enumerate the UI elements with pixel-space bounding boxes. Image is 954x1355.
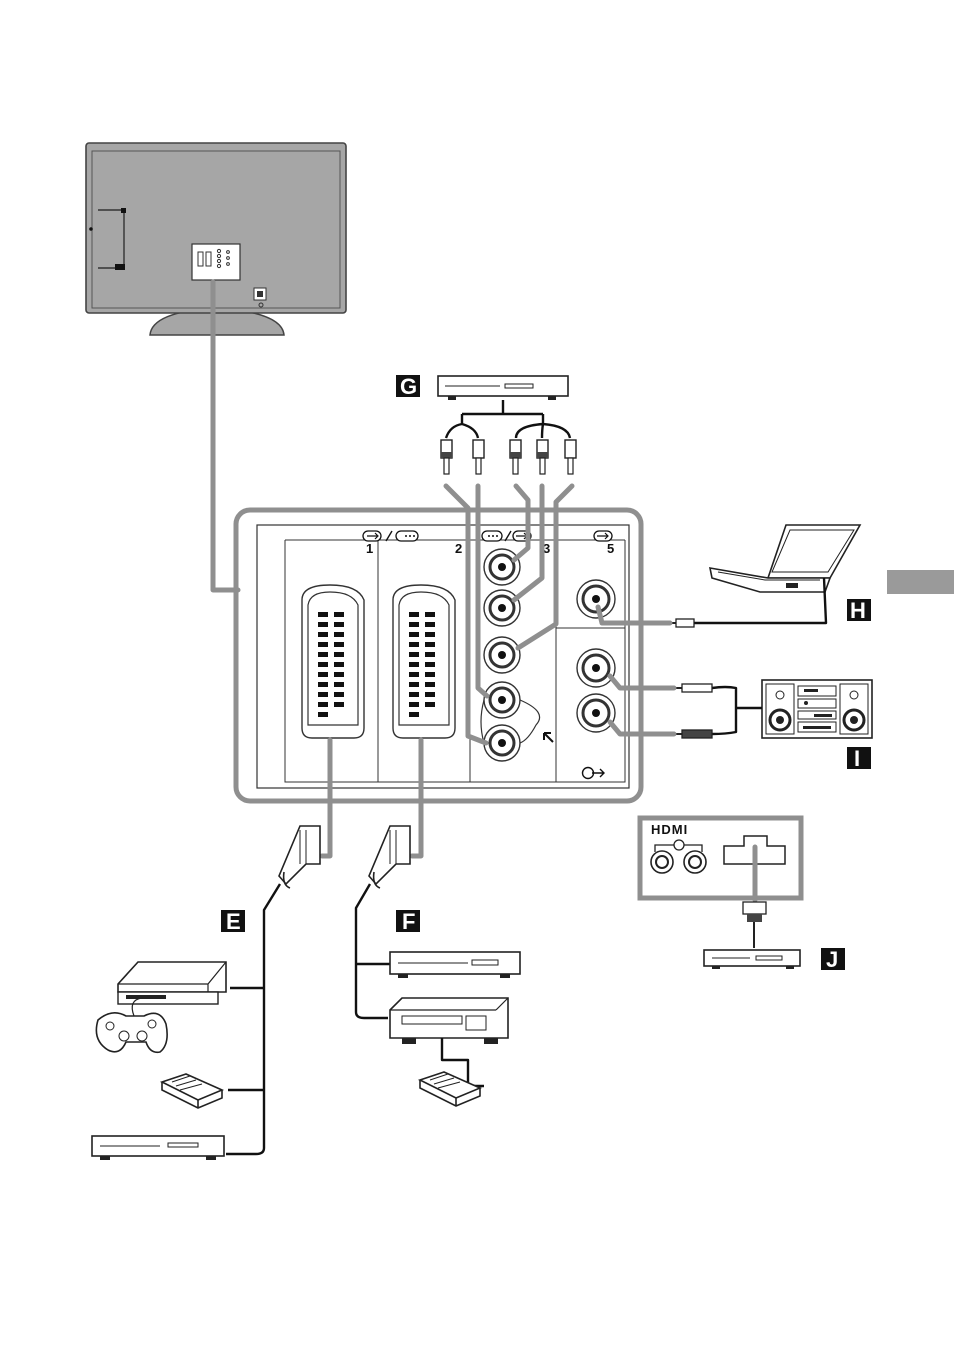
label-e-text: E [226,909,241,934]
input-icon [594,531,612,541]
rca-cable-bundle [441,400,576,474]
socket-label-1: 1 [366,541,373,556]
scart-socket-2 [393,585,455,738]
vcr-f [390,998,508,1044]
laptop-computer [710,525,860,592]
input-5-jack [577,580,615,618]
hdmi-plug [743,902,766,948]
hdmi-logo: HDMI [651,822,688,837]
scart-cable-f [356,884,390,1018]
hdmi-device [704,950,800,969]
decoder-box-f [420,1072,480,1106]
game-console [118,962,226,1004]
component-video-device [438,376,568,400]
hdmi-input-icon [674,840,684,850]
hifi-system [762,680,872,738]
dvd-player-e [92,1136,224,1160]
socket-label-5: 5 [607,541,614,556]
audio-rca-plugs [674,684,712,738]
tv-rear-view [86,143,346,335]
dvd-recorder-f [390,952,520,978]
label-h-text: H [850,598,866,623]
page-tab [887,570,954,594]
connection-panel: 1 2 3 5 [236,510,641,801]
label-f-text: F [402,909,415,934]
socket-label-2: 2 [455,541,462,556]
gamepad [96,998,167,1052]
label-j-text: J [826,947,838,972]
hifi-cable [712,687,762,734]
label-i-text: I [854,746,860,771]
hdmi-panel: HDMI [640,818,801,898]
scart-socket-1 [302,585,364,738]
decoder-box-e [162,1074,222,1108]
label-g-text: G [400,374,417,399]
